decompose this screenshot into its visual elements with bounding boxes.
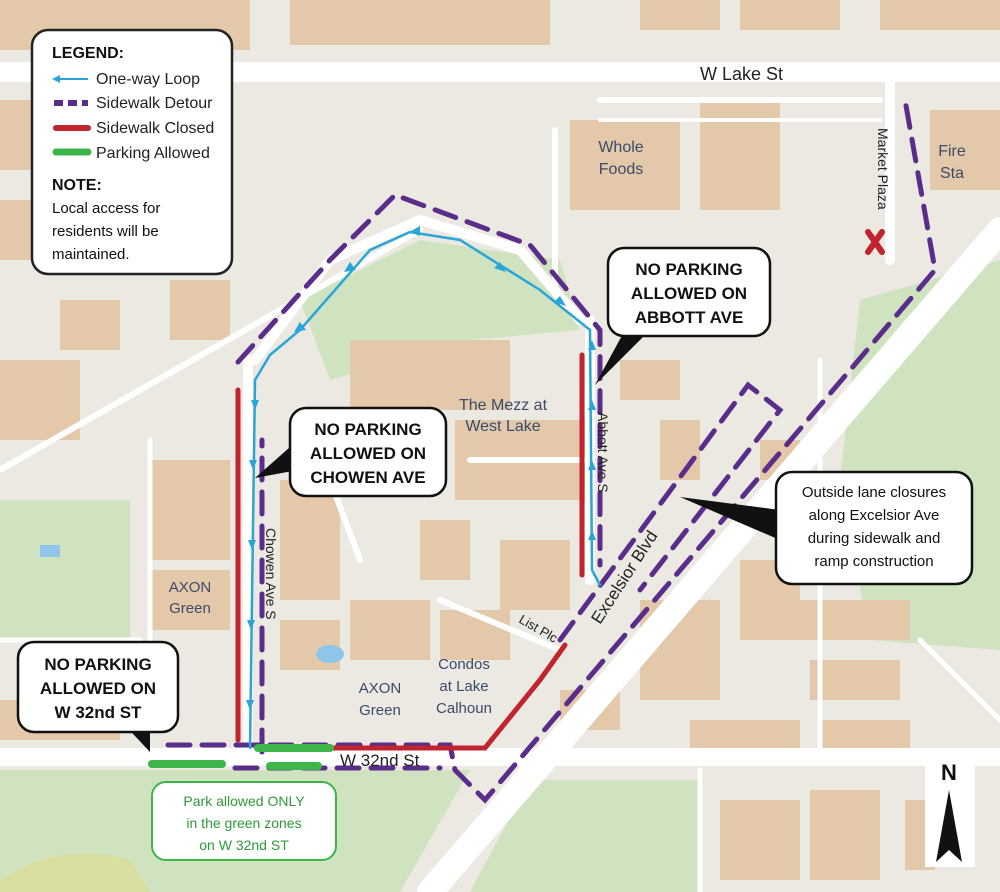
svg-text:The Mezz at: The Mezz at — [459, 397, 548, 414]
svg-text:Foods: Foods — [599, 161, 643, 178]
svg-text:ALLOWED ON: ALLOWED ON — [310, 444, 426, 463]
street-label-chowen-ave: Chowen Ave S — [263, 528, 279, 620]
legend-item-sidewalk-closed: Sidewalk Closed — [53, 120, 214, 137]
svg-text:Fire: Fire — [938, 143, 966, 160]
street-label-abbott-ave: Abbott Ave S — [595, 412, 611, 493]
svg-text:NO PARKING: NO PARKING — [314, 420, 421, 439]
svg-text:ALLOWED ON: ALLOWED ON — [40, 679, 156, 698]
north-label: N — [941, 760, 957, 785]
svg-text:W 32nd ST: W 32nd ST — [55, 703, 143, 722]
closure-x-icon — [865, 229, 885, 255]
svg-text:in the green zones: in the green zones — [186, 815, 301, 831]
callout-no-parking-chowen: NO PARKING ALLOWED ON CHOWEN AVE — [255, 406, 448, 498]
street-label-w-lake-st: W Lake St — [700, 64, 783, 84]
water-features — [40, 545, 344, 663]
svg-text:Sta: Sta — [940, 165, 964, 182]
callout-park-green-zones: Park allowed ONLY in the green zones on … — [151, 781, 337, 861]
callout-lane-closures: Outside lane closures along Excelsior Av… — [680, 470, 974, 586]
svg-text:ABBOTT AVE: ABBOTT AVE — [635, 308, 744, 327]
svg-text:ALLOWED ON: ALLOWED ON — [631, 284, 747, 303]
place-label-the-mezz: The Mezz at West Lake — [459, 397, 548, 435]
svg-text:West Lake: West Lake — [465, 418, 540, 435]
svg-text:during sidewalk and: during sidewalk and — [808, 530, 941, 547]
svg-text:Green: Green — [359, 702, 401, 719]
svg-text:Outside lane closures: Outside lane closures — [802, 484, 946, 501]
svg-text:Calhoun: Calhoun — [436, 700, 492, 717]
svg-text:AXON: AXON — [359, 680, 402, 697]
legend-note-title: NOTE: — [52, 177, 102, 194]
legend-note-line: residents will be — [52, 223, 159, 240]
place-label-condos: Condos at Lake Calhoun — [436, 656, 492, 717]
svg-text:on W 32nd ST: on W 32nd ST — [199, 837, 289, 853]
legend-note-line: Local access for — [52, 200, 160, 217]
svg-text:Sidewalk Closed: Sidewalk Closed — [96, 120, 214, 137]
svg-text:at Lake: at Lake — [439, 678, 488, 695]
parking-allowed-zones — [148, 744, 334, 770]
svg-text:Park allowed ONLY: Park allowed ONLY — [183, 793, 305, 809]
svg-text:ramp construction: ramp construction — [814, 553, 933, 570]
legend-panel: LEGEND: One-way Loop Sidewalk Detour Sid… — [30, 28, 234, 276]
legend-note-line: maintained. — [52, 246, 130, 263]
legend-title: LEGEND: — [52, 45, 124, 62]
svg-text:Green: Green — [169, 600, 211, 617]
legend-item-parking-allowed: Parking Allowed — [52, 145, 210, 162]
callout-no-parking-abbott: NO PARKING ALLOWED ON ABBOTT AVE — [595, 246, 772, 385]
svg-text:Parking Allowed: Parking Allowed — [96, 145, 210, 162]
callout-no-parking-w32nd: NO PARKING ALLOWED ON W 32nd ST — [16, 640, 180, 752]
place-label-axon-green-west: AXON Green — [169, 579, 212, 617]
svg-text:AXON: AXON — [169, 579, 212, 596]
svg-text:CHOWEN AVE: CHOWEN AVE — [310, 468, 425, 487]
legend-item-sidewalk-detour: Sidewalk Detour — [54, 95, 213, 112]
svg-text:NO PARKING: NO PARKING — [635, 260, 742, 279]
place-label-whole-foods: Whole Foods — [598, 139, 643, 178]
svg-text:NO PARKING: NO PARKING — [44, 655, 151, 674]
svg-text:along Excelsior Ave: along Excelsior Ave — [809, 507, 940, 524]
street-label-market-plaza: Market Plaza — [875, 128, 891, 210]
legend-item-one-way-loop: One-way Loop — [52, 71, 200, 88]
one-way-loop — [246, 226, 602, 750]
sidewalk-closed-segments — [235, 352, 585, 751]
north-arrow-icon: N — [925, 755, 975, 867]
svg-text:Sidewalk Detour: Sidewalk Detour — [96, 95, 213, 112]
svg-text:One-way Loop: One-way Loop — [96, 71, 200, 88]
street-label-w-32nd-st: W 32nd St — [340, 751, 420, 770]
svg-text:Whole: Whole — [598, 139, 643, 156]
place-label-axon-green-east: AXON Green — [359, 680, 402, 719]
svg-text:Condos: Condos — [438, 656, 490, 673]
place-label-fire-station: Fire Sta — [938, 143, 966, 182]
